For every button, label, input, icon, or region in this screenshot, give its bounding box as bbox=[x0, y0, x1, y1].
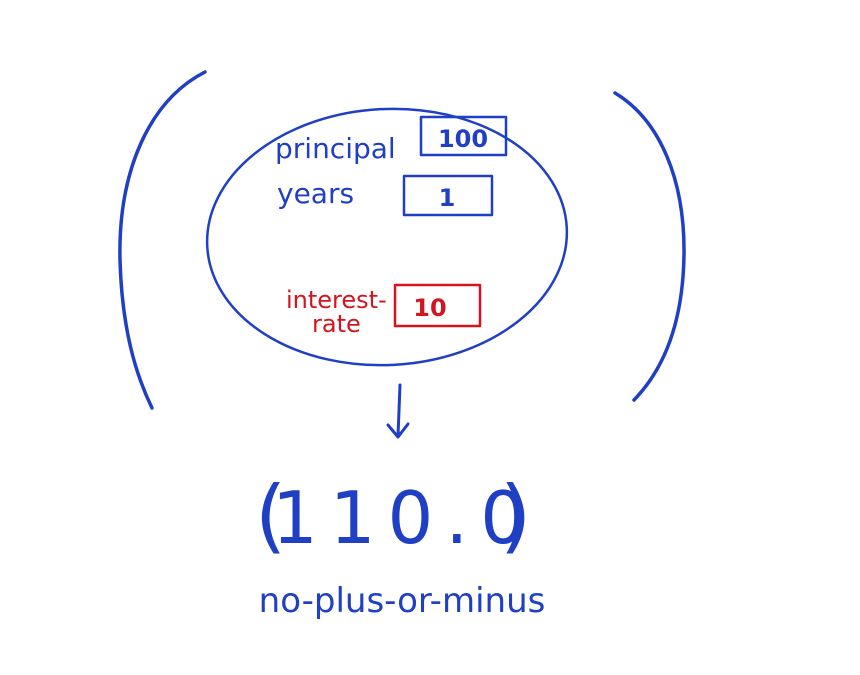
result-caption: no-plus-or-minus bbox=[259, 581, 546, 621]
inputs-ellipse bbox=[205, 107, 569, 367]
principal-value: 100 bbox=[438, 125, 488, 153]
principal-label: principal bbox=[275, 132, 396, 165]
years-field[interactable] bbox=[402, 174, 494, 217]
result-value: 110.0 bbox=[272, 476, 538, 560]
years-label: years bbox=[277, 177, 354, 210]
result-close-paren: ) bbox=[500, 469, 531, 562]
interest-rate-label-line1: interest- bbox=[286, 286, 387, 314]
interest-rate-label-line2: rate bbox=[312, 310, 361, 338]
right-outer-parenthesis-icon bbox=[613, 91, 686, 402]
down-arrow-icon bbox=[386, 383, 410, 439]
interest-rate-field[interactable] bbox=[393, 283, 482, 328]
interest-rate-value: 10 bbox=[413, 294, 446, 322]
principal-field[interactable] bbox=[419, 115, 508, 157]
years-value: 1 bbox=[439, 184, 456, 212]
result-open-paren: ( bbox=[255, 469, 286, 562]
left-outer-parenthesis-icon bbox=[118, 70, 207, 410]
